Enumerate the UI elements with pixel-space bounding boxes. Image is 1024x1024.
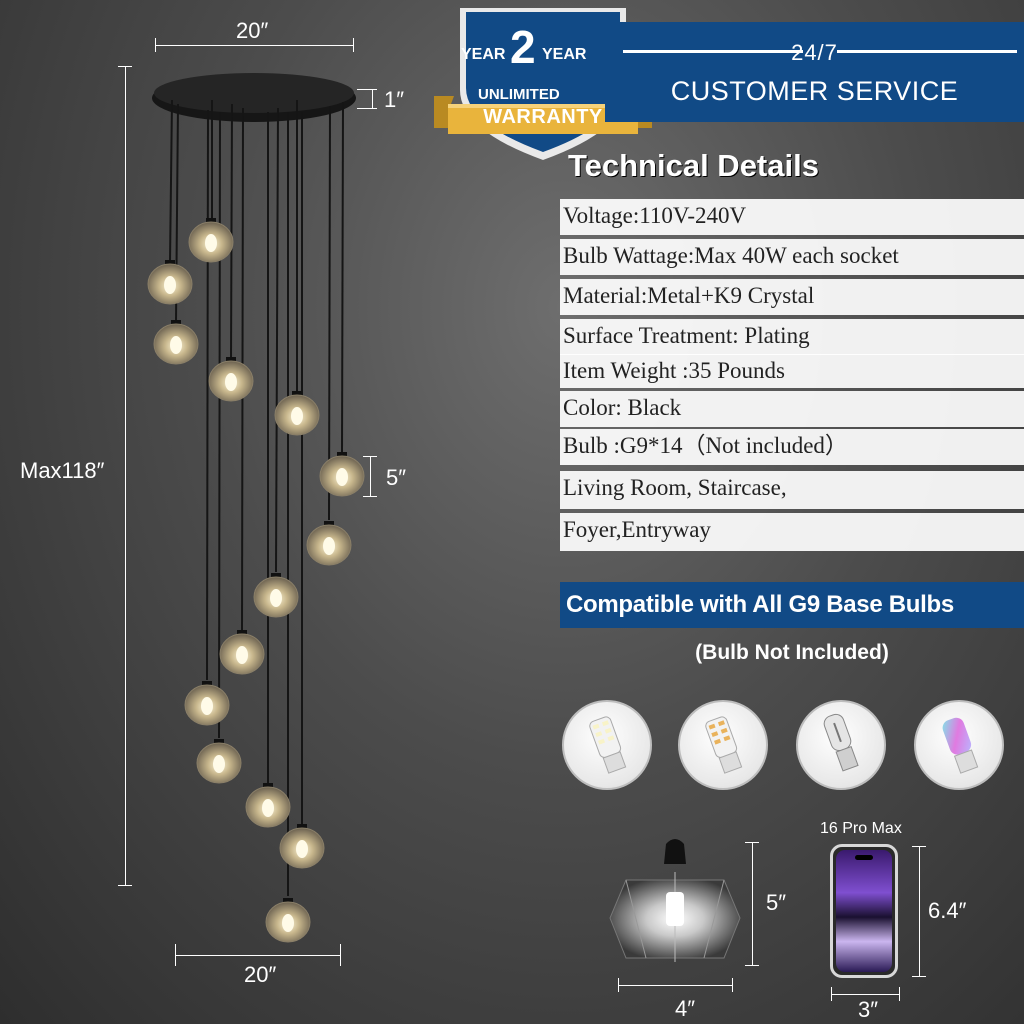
spec-row-usage-2: Foyer,Entryway — [560, 513, 1024, 551]
max-height-label: Max118″ — [20, 458, 105, 483]
phone-label: 16 Pro Max — [820, 820, 902, 837]
led-bulb-warm-icon — [678, 700, 768, 790]
crystal-globe — [184, 681, 230, 726]
bulb-not-included-note: (Bulb Not Included) — [695, 641, 889, 664]
crystal-globe — [208, 357, 254, 402]
technical-details-title: Technical Details — [568, 148, 819, 183]
led-bulb-cool-icon — [562, 700, 652, 790]
spec-row-color: Color: Black — [560, 391, 1024, 427]
spec-row-material: Material:Metal+K9 Crystal — [560, 279, 1024, 315]
spec-row-usage-1: Living Room, Staircase, — [560, 471, 1024, 509]
shade-width-label: 4″ — [675, 996, 696, 1021]
phone-illustration — [830, 844, 898, 978]
shade-height-label: 5″ — [766, 890, 787, 915]
warranty-ribbon-text: WARRANTY — [483, 106, 603, 128]
crystal-globe — [274, 391, 320, 436]
crystal-globe — [279, 824, 325, 869]
spec-row-weight: Item Weight :35 Pounds — [560, 354, 1024, 388]
chandelier-diagram: 20″ 1″ Max118″ 5″ 20″ — [20, 18, 407, 987]
warranty-year-right: YEAR — [542, 46, 587, 63]
crystal-globe — [219, 630, 265, 675]
spec-row-wattage: Bulb Wattage:Max 40W each socket — [560, 239, 1024, 275]
rgb-bulb-icon — [914, 700, 1004, 790]
warranty-year-left: YEAR — [461, 46, 506, 63]
spec-row-voltage: Voltage:110V-240V — [560, 199, 1024, 235]
compatible-banner: Compatible with All G9 Base Bulbs — [560, 582, 1024, 628]
warranty-badge: YEAR 2 YEAR UNLIMITED WARRANTY — [430, 0, 660, 170]
crystal-globe — [196, 739, 242, 784]
service-hours: 24/7 — [791, 40, 838, 65]
crystal-globe — [265, 898, 311, 943]
shade-detail: 4″ — [600, 830, 750, 1021]
globe-height-label: 5″ — [386, 465, 407, 490]
warranty-year-number: 2 — [510, 21, 536, 73]
canopy-width-label: 20″ — [236, 18, 269, 43]
canopy-height-label: 1″ — [384, 87, 405, 112]
crystal-globe — [188, 218, 234, 263]
spread-width-label: 20″ — [244, 962, 277, 987]
phone-width-label: 3″ — [858, 997, 879, 1022]
halogen-bulb-icon — [796, 700, 886, 790]
crystal-globe — [319, 452, 365, 497]
phone-height-label: 6.4″ — [928, 898, 967, 923]
service-title: CUSTOMER SERVICE — [670, 76, 959, 106]
crystal-globe — [245, 783, 291, 828]
crystal-globe — [253, 573, 299, 618]
crystal-globe — [147, 260, 193, 305]
warranty-unlimited: UNLIMITED — [478, 86, 560, 103]
crystal-globe — [306, 521, 352, 566]
chandelier-illustration — [147, 73, 365, 943]
spec-row-bulb: Bulb :G9*14（Not included） — [560, 429, 1024, 465]
crystal-globe — [153, 320, 199, 365]
customer-service-banner: 24/7 CUSTOMER SERVICE — [605, 22, 1024, 122]
spec-row-surface: Surface Treatment: Plating — [560, 319, 1024, 355]
